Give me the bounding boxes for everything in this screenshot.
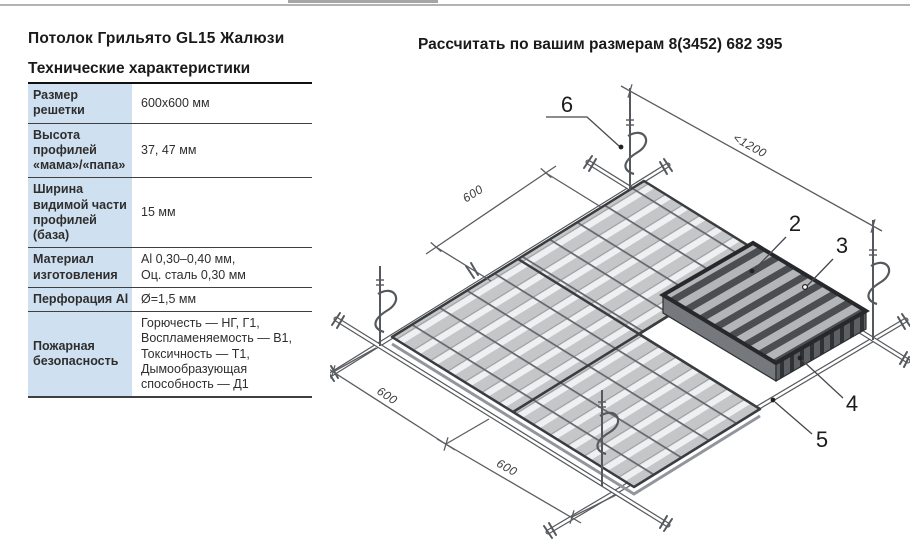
hanger-hook-icon (596, 390, 620, 486)
cropped-header-divider (0, 4, 910, 6)
callout-5: 5 (770, 397, 828, 452)
row-label: Высота профилей «мама»/«папа» (28, 123, 132, 178)
hangers (374, 88, 891, 486)
hanger-hook-icon (374, 266, 398, 346)
hanger-hook-icon (867, 220, 891, 340)
dimension-600-bottom-2 (436, 438, 617, 524)
callouts: 6 2 3 4 5 (546, 92, 858, 452)
table-row: Перфорация Al Ø=1,5 мм (28, 287, 312, 312)
carrier-rail (333, 316, 671, 528)
dimension-1200 (620, 84, 883, 233)
dim-label-600-top: 600 (460, 182, 486, 205)
calc-phone-title: Рассчитать по вашим размерам 8(3452) 682… (418, 36, 783, 53)
ceiling-isometric-drawing: 600 <1200 600 600 6 2 3 (330, 84, 910, 539)
row-label: Пожарная безопасность (28, 312, 132, 397)
spec-table: Размер решетки 600х600 мм Высота профиле… (28, 82, 312, 399)
dimensions (330, 84, 883, 524)
spec-table-heading: Технические характеристики (28, 60, 251, 77)
row-label: Ширина видимой части профилей (база) (28, 178, 132, 248)
row-value: Ø=1,5 мм (141, 291, 197, 306)
product-title: Потолок Грильято GL15 Жалюзи (28, 30, 285, 47)
callout-2-label: 2 (789, 211, 801, 236)
spec-panel: Потолок Грильято GL15 Жалюзи Технические… (28, 30, 314, 399)
callout-6: 6 (546, 92, 624, 150)
callout-4-label: 4 (846, 391, 858, 416)
table-row: Размер решетки 600х600 мм (28, 84, 312, 124)
table-row: Материал изготовления Al 0,30–0,40 мм, О… (28, 248, 312, 288)
row-value: 37, 47 мм (141, 142, 197, 157)
callout-3-label: 3 (836, 233, 848, 258)
raised-grilyato-panel (659, 240, 870, 383)
callout-4: 4 (797, 355, 858, 416)
callout-2: 2 (749, 211, 801, 274)
callout-3: 3 (801, 233, 848, 291)
row-label: Размер решетки (28, 84, 132, 123)
row-label: Материал изготовления (28, 248, 132, 287)
dimension-600-top (425, 165, 602, 282)
callout-5-label: 5 (816, 427, 828, 452)
table-row: Высота профилей «мама»/«папа» 37, 47 мм (28, 123, 312, 179)
row-value: Al 0,30–0,40 мм, Оц. сталь 0,30 мм (141, 252, 246, 282)
dim-label-600-bl2: 600 (494, 456, 520, 479)
dim-label-1200: <1200 (731, 131, 769, 161)
callout-6-label: 6 (561, 92, 573, 117)
row-value: Горючесть — НГ, Г1, Воспламеняемость — В… (141, 316, 292, 391)
hanger-hook-icon (624, 88, 648, 190)
table-row: Ширина видимой части профилей (база) 15 … (28, 178, 312, 249)
grid-slat-end-band (391, 342, 761, 496)
cropped-header-artifact (288, 0, 438, 3)
louvre-grid-panel (390, 179, 767, 496)
table-row: Пожарная безопасность Горючесть — НГ, Г1… (28, 312, 312, 397)
row-value: 600х600 мм (141, 95, 210, 110)
row-value: 15 мм (141, 205, 176, 220)
panel-top-face (659, 240, 870, 366)
dim-label-600-bl1: 600 (374, 384, 400, 407)
dimension-600-bottom-1 (330, 347, 490, 451)
row-label: Перфорация Al (28, 287, 132, 311)
